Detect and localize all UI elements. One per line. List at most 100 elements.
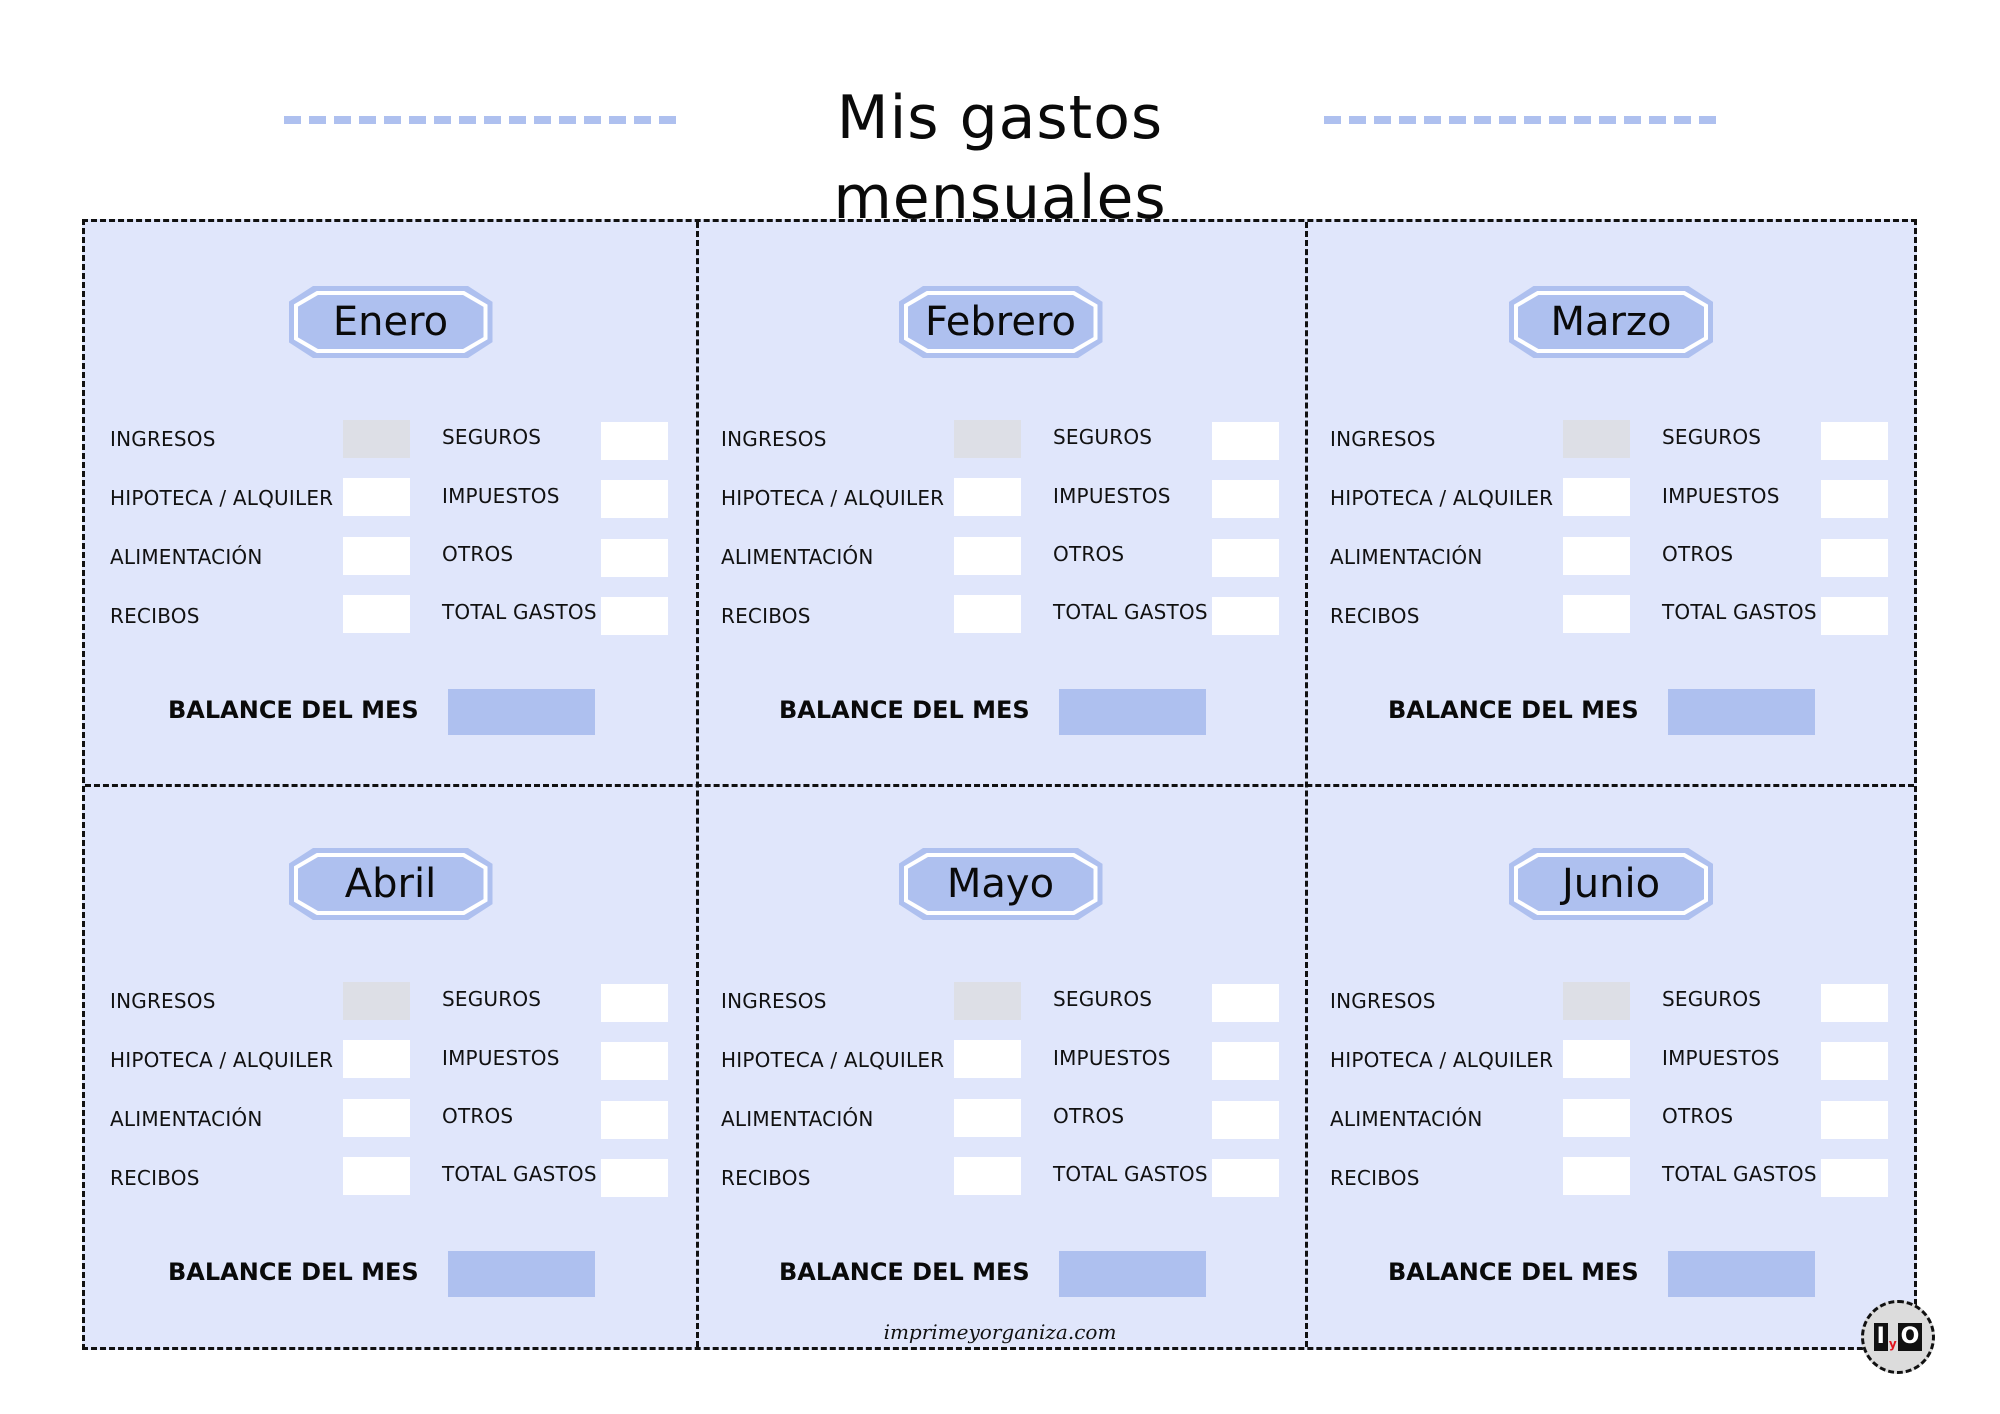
input-otros[interactable] — [1821, 1101, 1888, 1139]
input-balance-del-mes[interactable] — [1059, 689, 1206, 735]
input-total-gastos[interactable] — [1821, 1159, 1888, 1197]
input-seguros[interactable] — [1821, 422, 1888, 460]
label-recibos: RECIBOS — [721, 1166, 811, 1190]
input-impuestos[interactable] — [1821, 480, 1888, 518]
label-impuestos: IMPUESTOS — [1662, 1046, 1780, 1070]
logo-icon: I y O — [1873, 1323, 1923, 1351]
website-link[interactable]: imprimeyorganiza.com — [883, 1320, 1117, 1344]
label-impuestos: IMPUESTOS — [442, 484, 560, 508]
label-balance-del-mes: BALANCE DEL MES — [779, 1258, 1030, 1286]
label-otros: OTROS — [1662, 1104, 1734, 1128]
input-otros[interactable] — [1212, 539, 1279, 577]
input-impuestos[interactable] — [1821, 1042, 1888, 1080]
input-balance-del-mes[interactable] — [1668, 1251, 1815, 1297]
label-impuestos: IMPUESTOS — [1053, 484, 1171, 508]
input-alimentacion[interactable] — [343, 537, 410, 575]
input-balance-del-mes[interactable] — [1059, 1251, 1206, 1297]
input-hipoteca-alquiler[interactable] — [343, 478, 410, 516]
input-ingresos[interactable] — [343, 420, 410, 458]
input-impuestos[interactable] — [601, 480, 668, 518]
input-recibos[interactable] — [954, 595, 1021, 633]
label-seguros: SEGUROS — [442, 425, 542, 449]
label-otros: OTROS — [442, 1104, 514, 1128]
input-recibos[interactable] — [343, 595, 410, 633]
input-balance-del-mes[interactable] — [1668, 689, 1815, 735]
input-ingresos[interactable] — [954, 420, 1021, 458]
label-balance-del-mes: BALANCE DEL MES — [168, 696, 419, 724]
label-ingresos: INGRESOS — [721, 427, 827, 451]
input-hipoteca-alquiler[interactable] — [1563, 478, 1630, 516]
month-badge: Junio — [1509, 848, 1713, 920]
input-seguros[interactable] — [601, 984, 668, 1022]
input-recibos[interactable] — [1563, 595, 1630, 633]
input-seguros[interactable] — [601, 422, 668, 460]
input-alimentacion[interactable] — [954, 537, 1021, 575]
input-ingresos[interactable] — [1563, 982, 1630, 1020]
month-card-5: Junio INGRESOS SEGUROS HIPOTECA / ALQUIL… — [1305, 784, 1917, 1346]
input-seguros[interactable] — [1212, 422, 1279, 460]
input-hipoteca-alquiler[interactable] — [954, 1040, 1021, 1078]
label-ingresos: INGRESOS — [1330, 427, 1436, 451]
input-alimentacion[interactable] — [1563, 537, 1630, 575]
input-otros[interactable] — [601, 1101, 668, 1139]
input-recibos[interactable] — [954, 1157, 1021, 1195]
input-impuestos[interactable] — [601, 1042, 668, 1080]
input-otros[interactable] — [601, 539, 668, 577]
input-impuestos[interactable] — [1212, 1042, 1279, 1080]
label-otros: OTROS — [1053, 542, 1125, 566]
label-alimentacion: ALIMENTACIÓN — [1330, 1107, 1483, 1131]
input-balance-del-mes[interactable] — [448, 689, 595, 735]
month-name: Abril — [344, 861, 437, 907]
input-balance-del-mes[interactable] — [448, 1251, 595, 1297]
label-hipoteca-alquiler: HIPOTECA / ALQUILER — [721, 486, 945, 510]
month-card-0: Enero INGRESOS SEGUROS HIPOTECA / ALQUIL… — [85, 222, 696, 784]
input-recibos[interactable] — [1563, 1157, 1630, 1195]
label-hipoteca-alquiler: HIPOTECA / ALQUILER — [721, 1048, 945, 1072]
input-hipoteca-alquiler[interactable] — [343, 1040, 410, 1078]
label-seguros: SEGUROS — [442, 987, 542, 1011]
label-recibos: RECIBOS — [110, 1166, 200, 1190]
label-hipoteca-alquiler: HIPOTECA / ALQUILER — [1330, 486, 1554, 510]
input-alimentacion[interactable] — [954, 1099, 1021, 1137]
input-ingresos[interactable] — [1563, 420, 1630, 458]
label-alimentacion: ALIMENTACIÓN — [721, 545, 874, 569]
month-badge: Marzo — [1509, 286, 1713, 358]
label-hipoteca-alquiler: HIPOTECA / ALQUILER — [110, 1048, 334, 1072]
month-card-2: Marzo INGRESOS SEGUROS HIPOTECA / ALQUIL… — [1305, 222, 1917, 784]
row-divider — [85, 784, 1914, 787]
input-alimentacion[interactable] — [343, 1099, 410, 1137]
label-impuestos: IMPUESTOS — [442, 1046, 560, 1070]
label-hipoteca-alquiler: HIPOTECA / ALQUILER — [110, 486, 334, 510]
input-recibos[interactable] — [343, 1157, 410, 1195]
input-ingresos[interactable] — [954, 982, 1021, 1020]
input-otros[interactable] — [1821, 539, 1888, 577]
input-impuestos[interactable] — [1212, 480, 1279, 518]
label-impuestos: IMPUESTOS — [1053, 1046, 1171, 1070]
input-seguros[interactable] — [1821, 984, 1888, 1022]
month-name: Febrero — [924, 299, 1077, 345]
label-total-gastos: TOTAL GASTOS — [1053, 1162, 1208, 1186]
label-recibos: RECIBOS — [721, 604, 811, 628]
input-alimentacion[interactable] — [1563, 1099, 1630, 1137]
label-recibos: RECIBOS — [1330, 1166, 1420, 1190]
label-impuestos: IMPUESTOS — [1662, 484, 1780, 508]
month-name: Junio — [1561, 861, 1661, 907]
title-dashes-left — [284, 116, 676, 124]
label-otros: OTROS — [1662, 542, 1734, 566]
label-ingresos: INGRESOS — [110, 989, 216, 1013]
label-seguros: SEGUROS — [1053, 987, 1153, 1011]
input-total-gastos[interactable] — [1212, 597, 1279, 635]
input-ingresos[interactable] — [343, 982, 410, 1020]
input-total-gastos[interactable] — [601, 1159, 668, 1197]
input-seguros[interactable] — [1212, 984, 1279, 1022]
label-balance-del-mes: BALANCE DEL MES — [1388, 1258, 1639, 1286]
month-badge: Enero — [288, 286, 493, 358]
label-otros: OTROS — [1053, 1104, 1125, 1128]
label-seguros: SEGUROS — [1662, 987, 1762, 1011]
input-otros[interactable] — [1212, 1101, 1279, 1139]
input-hipoteca-alquiler[interactable] — [1563, 1040, 1630, 1078]
input-total-gastos[interactable] — [601, 597, 668, 635]
input-total-gastos[interactable] — [1212, 1159, 1279, 1197]
input-hipoteca-alquiler[interactable] — [954, 478, 1021, 516]
input-total-gastos[interactable] — [1821, 597, 1888, 635]
